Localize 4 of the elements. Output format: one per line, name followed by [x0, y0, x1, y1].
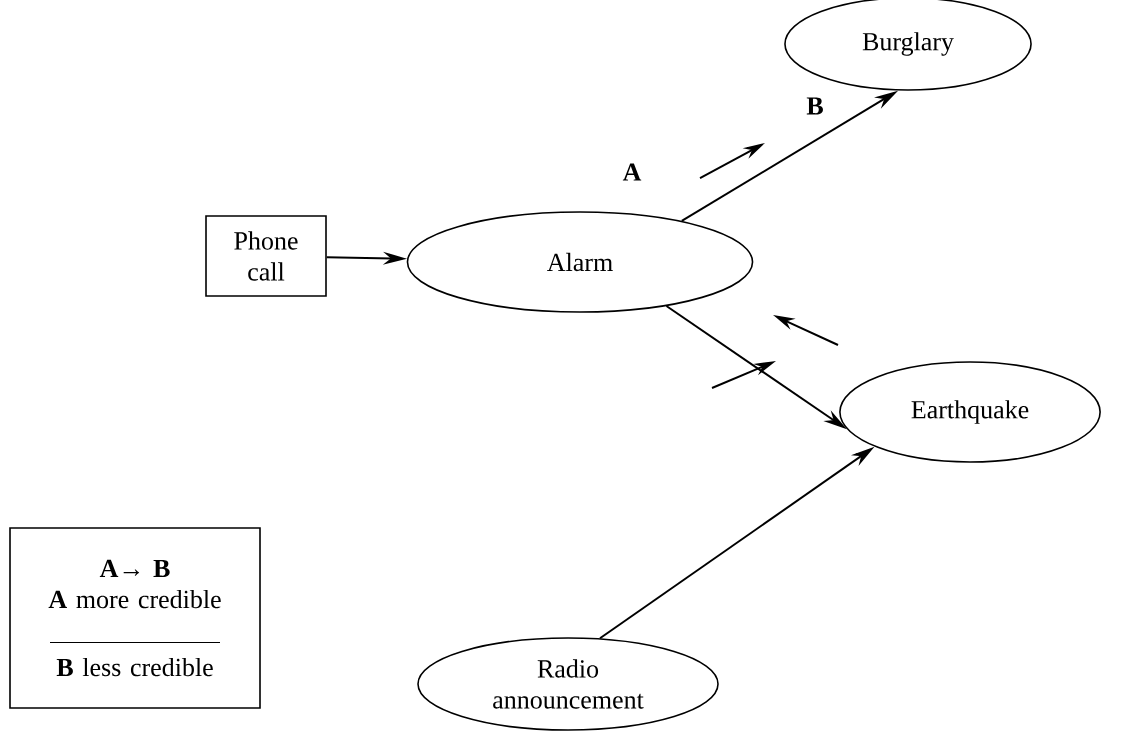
process-box: Phone call: [205, 215, 327, 297]
letter-label: B: [806, 97, 823, 115]
legend-box: A→ B A more credible B less credible: [9, 527, 261, 709]
letter-label: A: [622, 163, 642, 181]
